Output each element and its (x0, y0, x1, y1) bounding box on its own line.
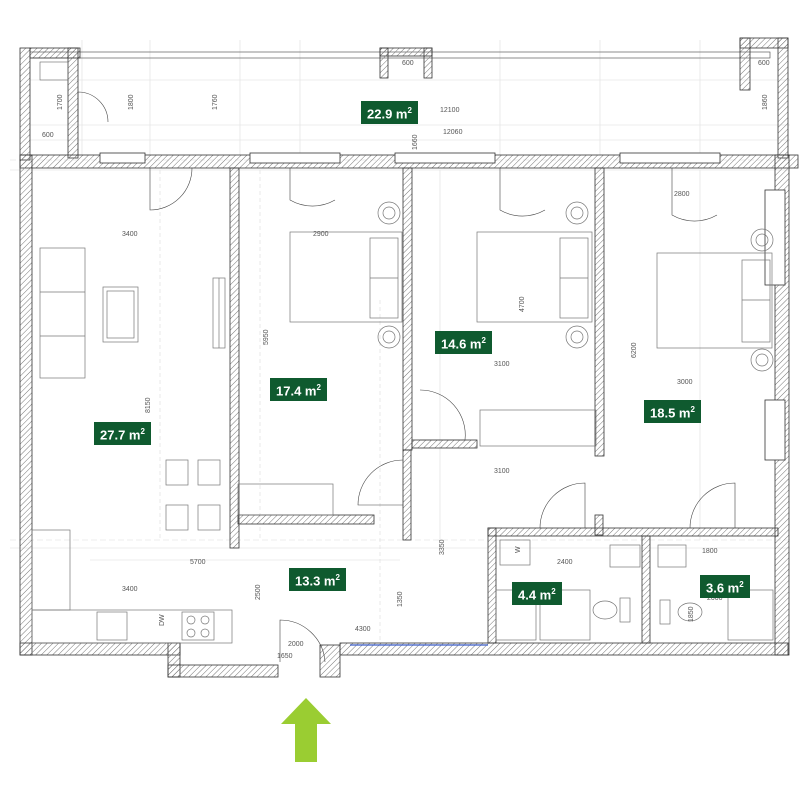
dimension-label: 6200 (631, 342, 638, 358)
room-area-label: 17.4 m2 (270, 378, 327, 402)
dimension-label: 12100 (440, 107, 460, 114)
dimension-label: 1700 (57, 94, 64, 110)
entrance-arrow-icon (281, 698, 331, 762)
room-area-value: 27.7 m (100, 427, 141, 443)
room-area-unit: 2 (690, 405, 695, 414)
room-area-unit: 2 (140, 427, 145, 436)
dimension-label: 1660 (412, 134, 419, 150)
furniture (31, 201, 774, 644)
dimension-label: 3400 (122, 231, 138, 238)
dimension-label: 2500 (255, 584, 262, 600)
room-area-value: 13.3 m (295, 573, 336, 589)
room-area-label: 22.9 m2 (361, 101, 418, 125)
dimension-label: 2400 (557, 559, 573, 566)
room-area-unit: 2 (407, 106, 412, 115)
room-area-unit: 2 (316, 383, 321, 392)
dimension-label: 3000 (677, 379, 693, 386)
dimension-label: 3100 (494, 361, 510, 368)
room-area-label: 4.4 m2 (512, 582, 562, 606)
dimension-label: 3350 (439, 539, 446, 555)
dimension-label: 1850 (688, 606, 695, 622)
room-area-value: 18.5 m (650, 405, 691, 421)
dimension-label: 12060 (443, 129, 463, 136)
dimension-label: 1800 (128, 94, 135, 110)
room-area-value: 17.4 m (276, 383, 317, 399)
dimension-label: 1860 (762, 94, 769, 110)
room-area-value: 3.6 m (706, 580, 740, 596)
dimension-label: 1350 (397, 591, 404, 607)
dimension-label: 1760 (212, 94, 219, 110)
dimension-label: 2900 (313, 231, 329, 238)
terrace (19, 37, 789, 161)
dimension-label: 2000 (288, 641, 304, 648)
room-area-label: 13.3 m2 (289, 568, 346, 592)
grid-lines (10, 40, 790, 650)
room-area-value: 14.6 m (441, 336, 482, 352)
room-area-unit: 2 (551, 587, 556, 596)
dimension-label: 5700 (190, 559, 206, 566)
dimension-label: 3400 (122, 586, 138, 593)
dimension-label: 600 (42, 132, 54, 139)
dimension-label: 600 (402, 60, 414, 67)
room-area-unit: 2 (739, 580, 744, 589)
dimension-label: 3100 (494, 468, 510, 475)
dimension-label: 4700 (519, 296, 526, 312)
dimension-label: 8150 (145, 397, 152, 413)
room-area-label: 14.6 m2 (435, 331, 492, 355)
room-area-unit: 2 (481, 336, 486, 345)
room-area-unit: 2 (335, 573, 340, 582)
dimension-label: 2000 (707, 595, 723, 602)
interior-walls (229, 167, 779, 644)
dimension-label: 1800 (702, 548, 718, 555)
washer-label: W (515, 546, 522, 553)
room-area-label: 3.6 m2 (700, 575, 750, 599)
room-area-value: 22.9 m (367, 106, 408, 122)
dimension-label: 4300 (355, 626, 371, 633)
doors (149, 167, 736, 663)
exterior-walls (19, 152, 799, 678)
room-area-label: 27.7 m2 (94, 422, 151, 446)
dimension-label: 5950 (263, 329, 270, 345)
room-area-value: 4.4 m (518, 587, 552, 603)
room-area-label: 18.5 m2 (644, 400, 701, 424)
dimension-label: 600 (758, 60, 770, 67)
dimension-label: 2800 (674, 191, 690, 198)
dishwasher-label: DW (159, 614, 166, 626)
dimension-label: 1650 (277, 653, 293, 660)
dimension-labels: 600 600 1700 1800 1760 12100 12060 600 1… (42, 60, 770, 660)
